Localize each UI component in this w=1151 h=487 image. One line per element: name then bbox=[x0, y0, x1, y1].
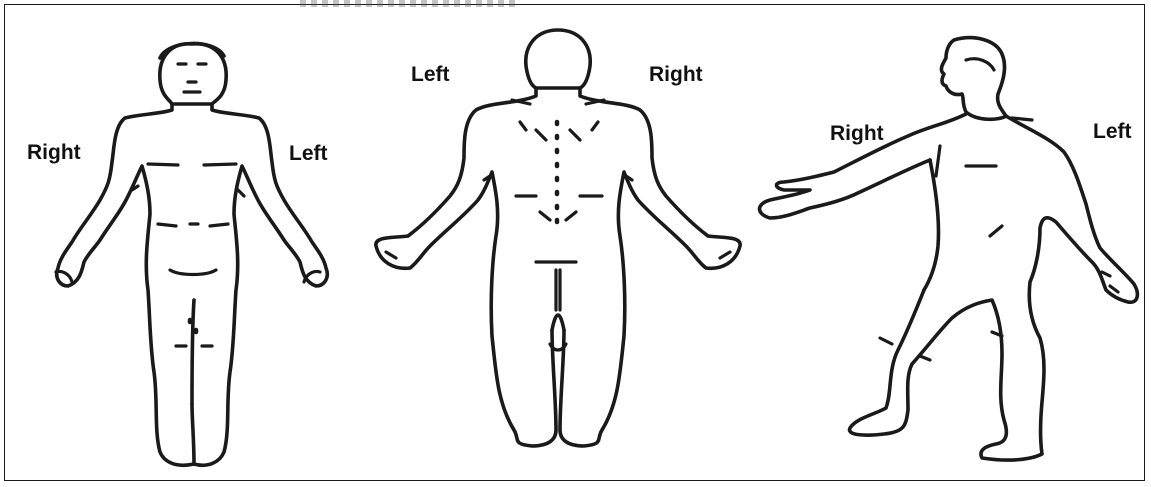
front-label-left: Left bbox=[289, 142, 328, 166]
back-label-left: Left bbox=[411, 63, 450, 87]
body-figure-front bbox=[0, 0, 380, 487]
back-label-right: Right bbox=[649, 63, 703, 87]
front-label-right: Right bbox=[27, 141, 81, 165]
side-label-right: Right bbox=[830, 122, 884, 146]
side-label-left: Left bbox=[1093, 120, 1132, 144]
body-figure-side bbox=[740, 0, 1151, 487]
